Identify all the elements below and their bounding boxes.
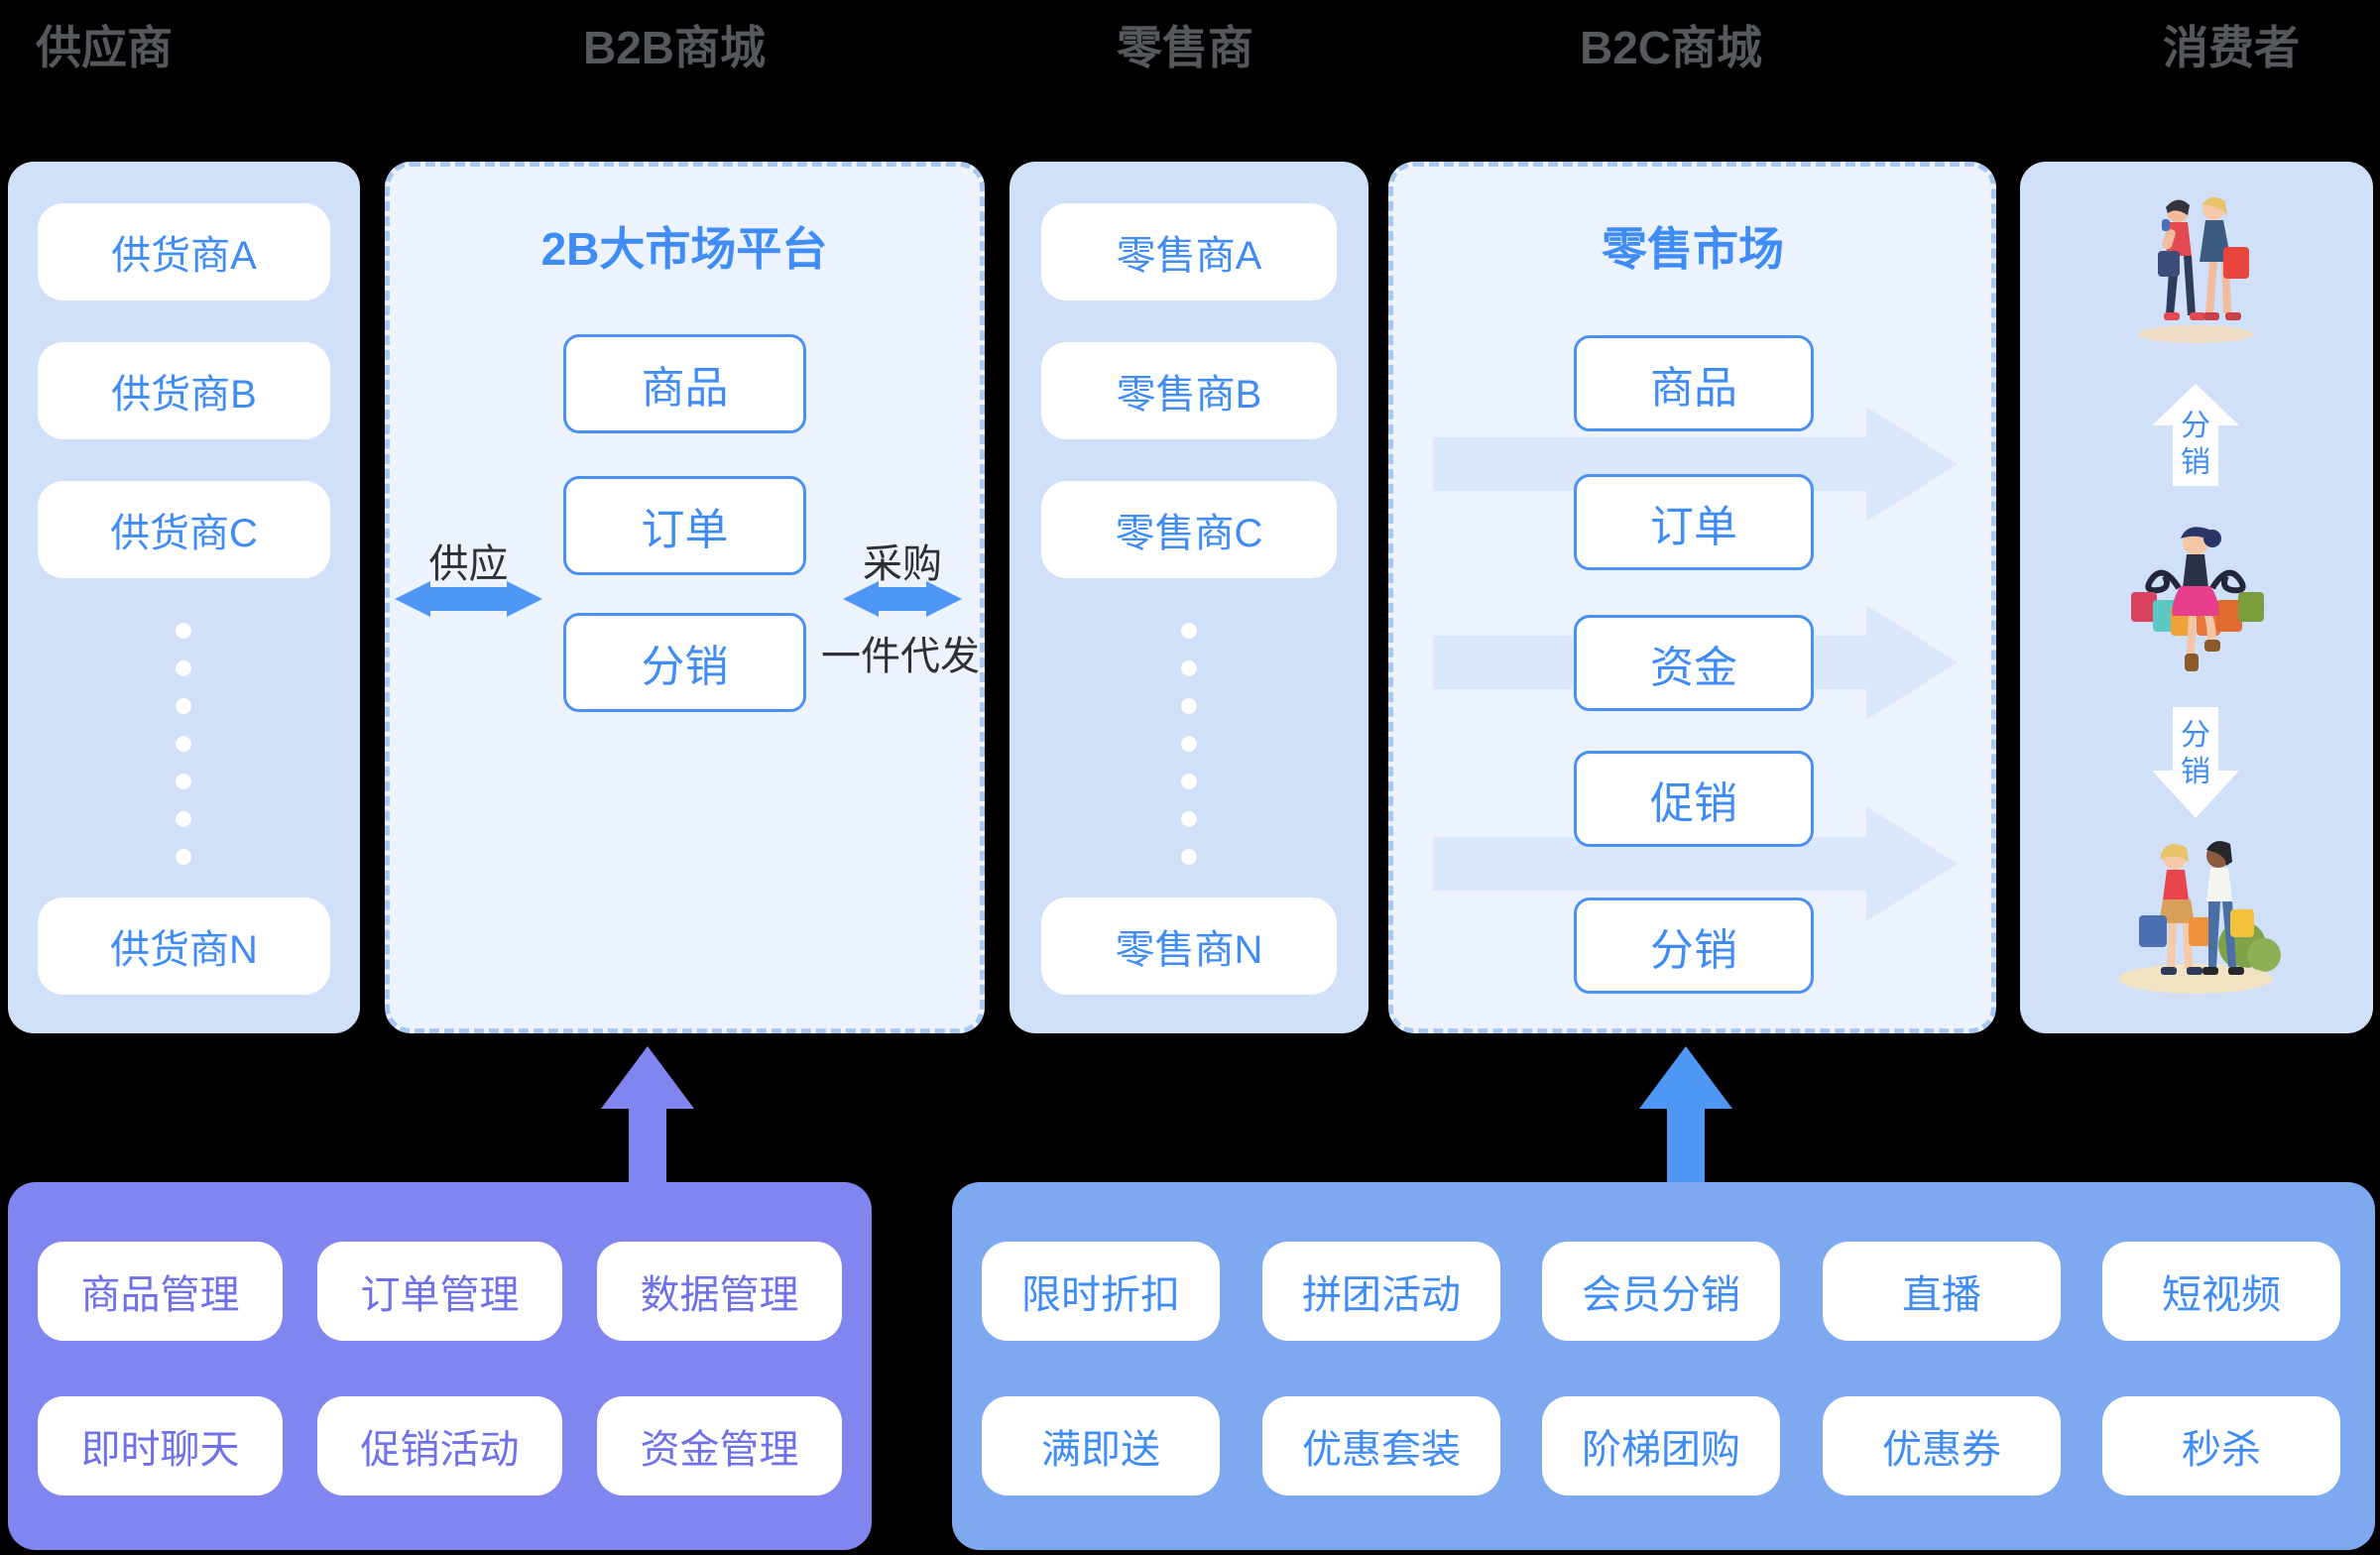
b2c-module-funds: 资金 bbox=[1574, 615, 1814, 711]
header-supplier: 供应商 bbox=[36, 22, 173, 73]
ellipsis-dot bbox=[1181, 623, 1197, 639]
b2c-up-arrow-icon bbox=[1639, 1046, 1732, 1182]
purchase-label: 采购 bbox=[863, 542, 942, 586]
b2b-module-distribution: 分销 bbox=[563, 613, 806, 712]
header-consumer: 消费者 bbox=[2163, 22, 2300, 73]
b2b-module-goods: 商品 bbox=[563, 334, 806, 433]
retailer-item: 零售商C bbox=[1041, 481, 1337, 578]
marketing-button-full-gift: 满即送 bbox=[982, 1396, 1220, 1495]
b2b-module-orders: 订单 bbox=[563, 476, 806, 575]
supplier-item: 供货商B bbox=[38, 342, 330, 439]
dropship-label: 一件代发 bbox=[821, 635, 980, 678]
b2c-module-orders: 订单 bbox=[1574, 474, 1814, 570]
distribution-up-arrow-icon: 分销 bbox=[2152, 384, 2239, 486]
admin-button-funds-management: 资金管理 bbox=[597, 1396, 842, 1495]
admin-button-order-management: 订单管理 bbox=[317, 1242, 562, 1341]
ellipsis-dot bbox=[176, 774, 191, 789]
marketing-button-tiered-group-buy: 阶梯团购 bbox=[1542, 1396, 1780, 1495]
ellipsis-dot bbox=[1181, 849, 1197, 865]
ellipsis-dot bbox=[1181, 698, 1197, 714]
marketing-button-flash-sale: 秒杀 bbox=[2102, 1396, 2340, 1495]
ellipsis-dot bbox=[1181, 774, 1197, 789]
distribution-up-label: 分销 bbox=[2181, 410, 2210, 479]
distribution-down-arrow-icon: 分销 bbox=[2152, 707, 2239, 818]
b2c-marketing-panel: 限时折扣 拼团活动 会员分销 直播 短视频 满即送 优惠套装 阶梯团购 优惠券 … bbox=[952, 1182, 2375, 1550]
ellipsis-dot bbox=[1181, 660, 1197, 676]
ellipsis-dot bbox=[1181, 811, 1197, 827]
marketing-button-discount-bundle: 优惠套装 bbox=[1262, 1396, 1500, 1495]
b2b-admin-panel: 商品管理 订单管理 数据管理 即时聊天 促销活动 资金管理 bbox=[8, 1182, 872, 1550]
admin-button-instant-chat: 即时聊天 bbox=[38, 1396, 283, 1495]
b2c-market-panel: 零售市场 商品 订单 资金 促销 分销 bbox=[1388, 162, 1996, 1033]
supply-label: 供应 bbox=[428, 542, 509, 586]
marketing-button-member-distribution: 会员分销 bbox=[1542, 1242, 1780, 1341]
shoppers-with-bags-illustration bbox=[2118, 841, 2281, 994]
admin-button-goods-management: 商品管理 bbox=[38, 1242, 283, 1341]
ellipsis-dot bbox=[176, 849, 191, 865]
supplier-item: 供货商N bbox=[38, 897, 330, 995]
supplier-panel: 供货商A 供货商B 供货商C 供货商N bbox=[8, 162, 360, 1033]
admin-button-promotion-activity: 促销活动 bbox=[317, 1396, 562, 1495]
marketing-button-short-video: 短视频 bbox=[2102, 1242, 2340, 1341]
ellipsis-dot bbox=[176, 623, 191, 639]
ellipsis-dot bbox=[176, 811, 191, 827]
ellipsis-dot bbox=[176, 736, 191, 752]
marketing-button-flash-discount: 限时折扣 bbox=[982, 1242, 1220, 1341]
shopper-with-bags-illustration bbox=[2131, 527, 2264, 671]
marketing-button-coupon: 优惠券 bbox=[1823, 1396, 2061, 1495]
retailer-panel: 零售商A 零售商B 零售商C 零售商N bbox=[1010, 162, 1368, 1033]
b2b-marketplace-title: 2B大市场平台 bbox=[540, 223, 828, 275]
double-headed-arrow-icon bbox=[395, 581, 542, 617]
b2c-module-promotion: 促销 bbox=[1574, 751, 1814, 847]
b2b-marketplace-panel: 2B大市场平台 商品 订单 分销 供应 采购 一件代发 bbox=[385, 162, 985, 1033]
marketing-button-live-streaming: 直播 bbox=[1823, 1242, 2061, 1341]
consumer-panel: 分销 bbox=[2020, 162, 2373, 1033]
supplier-item: 供货商C bbox=[38, 481, 330, 578]
marketing-button-group-buying: 拼团活动 bbox=[1262, 1242, 1500, 1341]
b2c-market-title: 零售市场 bbox=[1602, 223, 1784, 275]
b2c-module-goods: 商品 bbox=[1574, 335, 1814, 431]
header-retailer: 零售商 bbox=[1117, 22, 1253, 73]
ellipsis-dot bbox=[1181, 736, 1197, 752]
supplier-item: 供货商A bbox=[38, 203, 330, 300]
header-b2b-mall: B2B商城 bbox=[582, 22, 767, 73]
b2b-up-arrow-icon bbox=[601, 1046, 694, 1182]
ellipsis-dot bbox=[176, 660, 191, 676]
ellipsis-dot bbox=[176, 698, 191, 714]
retailer-item: 零售商N bbox=[1041, 897, 1337, 995]
retailer-item: 零售商B bbox=[1041, 342, 1337, 439]
retailer-item: 零售商A bbox=[1041, 203, 1337, 300]
admin-button-data-management: 数据管理 bbox=[597, 1242, 842, 1341]
double-headed-arrow-icon bbox=[843, 581, 962, 617]
b2c-module-distribution: 分销 bbox=[1574, 897, 1814, 994]
distribution-down-label: 分销 bbox=[2181, 719, 2210, 788]
header-b2c-mall: B2C商城 bbox=[1579, 22, 1763, 73]
shoppers-walking-illustration bbox=[2138, 196, 2253, 343]
